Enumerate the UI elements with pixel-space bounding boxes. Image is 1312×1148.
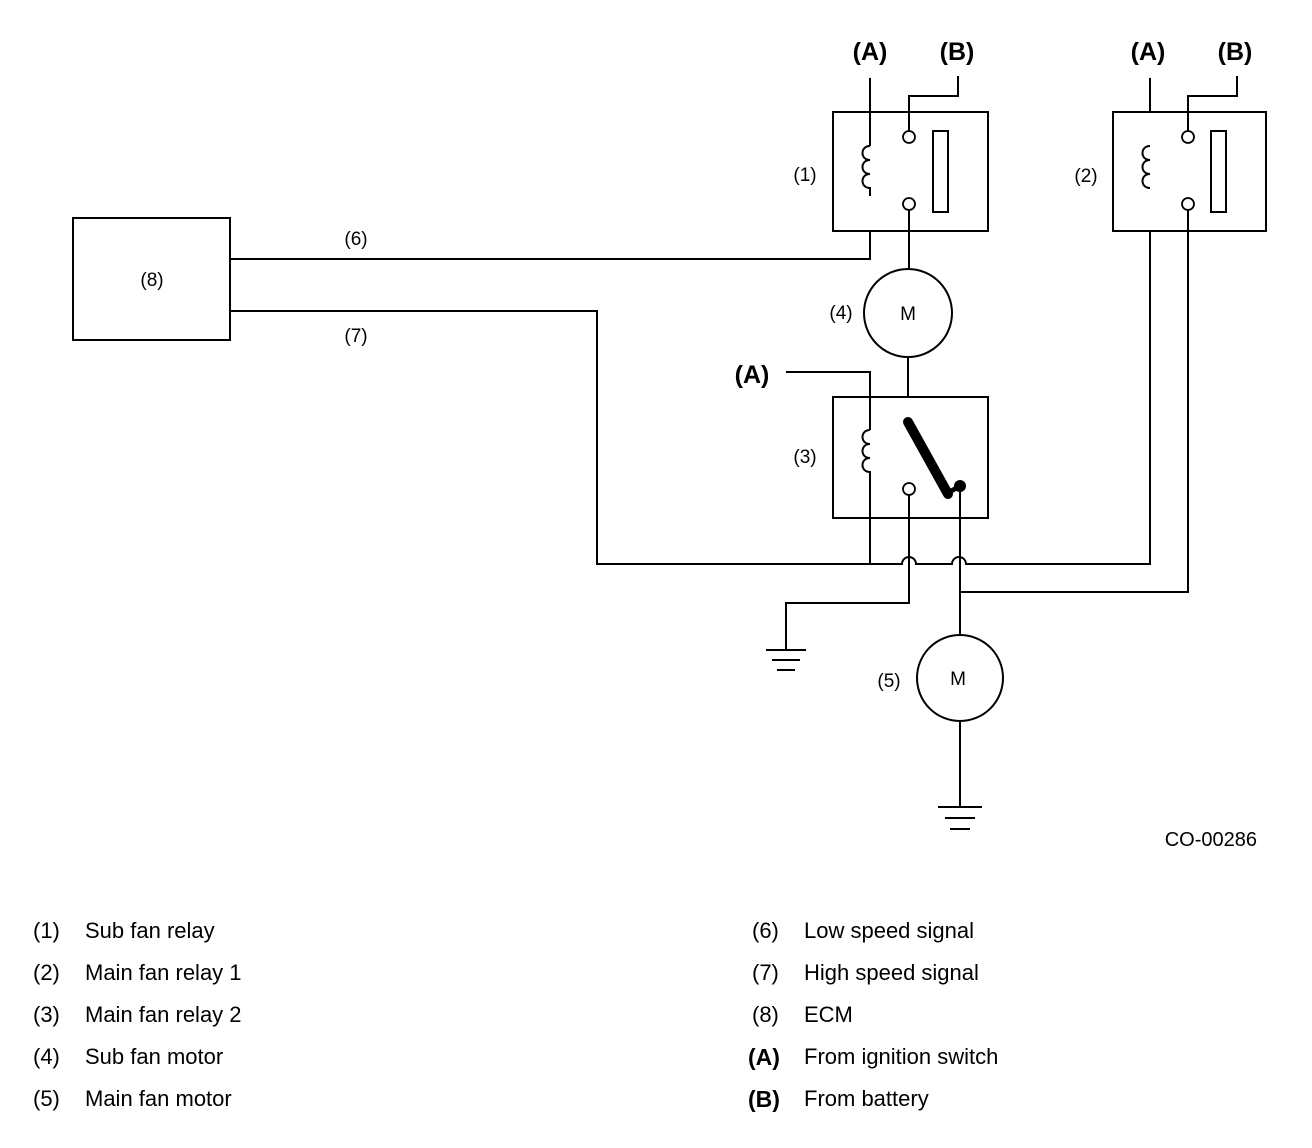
- legend-num: (8): [752, 1002, 779, 1027]
- wiring-diagram: (8) (6) (7) (A) (B) (A) (B) (1) (2) M (4…: [72, 38, 1267, 851]
- relay2-source-a-label: (A): [1131, 38, 1166, 66]
- relay3-coil-icon: [861, 429, 871, 564]
- relay2-coil-icon: [1141, 145, 1151, 189]
- relay2-terminal-bottom: [1181, 197, 1195, 211]
- relay3-pivot: [954, 480, 966, 492]
- legend-text: Sub fan motor: [85, 1044, 224, 1069]
- relay3-ground-wire: [785, 495, 910, 650]
- legend-num: (3): [33, 1002, 60, 1027]
- sub-fan-relay-label: (1): [793, 165, 816, 186]
- sub-fan-relay-box: [832, 111, 989, 232]
- main-fan-motor-symbol: M: [950, 669, 966, 690]
- relay1-terminal-bottom: [902, 197, 916, 211]
- legend-num: (2): [33, 960, 60, 985]
- sub-fan-motor-symbol: M: [900, 304, 916, 325]
- relay2-source-b-label: (B): [1218, 38, 1253, 66]
- relay3-terminal: [902, 482, 916, 496]
- ground-icon: [938, 806, 982, 830]
- relay1-coil-icon: [861, 145, 871, 196]
- low-speed-wire: [230, 196, 871, 260]
- main-fan-relay-2-label: (3): [793, 447, 816, 468]
- main-fan-relay-1-label: (2): [1074, 166, 1097, 187]
- legend-text: ECM: [804, 1002, 853, 1027]
- legend-num: (6): [752, 918, 779, 943]
- legend-text: From ignition switch: [804, 1044, 999, 1069]
- legend-num: (1): [33, 918, 60, 943]
- ecm-box: [72, 217, 231, 341]
- legend-text: From battery: [804, 1086, 929, 1111]
- legend-num: (A): [748, 1044, 780, 1070]
- relay2-battery-wire: [1187, 76, 1238, 131]
- legend-text: Main fan relay 1: [85, 960, 242, 985]
- main-fan-motor-label: (5): [877, 671, 900, 692]
- relay2-terminal-top: [1181, 130, 1195, 144]
- legend-text: Sub fan relay: [85, 918, 215, 943]
- ecm-label: (8): [140, 270, 163, 291]
- low-speed-label: (6): [344, 229, 367, 250]
- ground-icon: [766, 649, 806, 671]
- main-fan-relay-1-box: [1112, 111, 1267, 232]
- relay1-terminal-top: [902, 130, 916, 144]
- legend-text: Low speed signal: [804, 918, 975, 943]
- relay1-contact-bar: [932, 130, 949, 213]
- relay1-source-a-label: (A): [853, 38, 888, 66]
- figure-code: CO-00286: [1165, 829, 1257, 851]
- relay3-switch-arm: [903, 417, 953, 499]
- legend-num: (7): [752, 960, 779, 985]
- legend-text: High speed signal: [804, 960, 979, 985]
- high-speed-label: (7): [344, 326, 367, 347]
- relay2-contact-bar: [1210, 130, 1227, 213]
- legend-num: (4): [33, 1044, 60, 1069]
- legend-num: (B): [748, 1086, 780, 1112]
- relay3-source-a-label: (A): [735, 361, 770, 389]
- relay2-output-wire: [960, 210, 1189, 593]
- high-speed-wire: [230, 78, 1151, 565]
- legend-num: (5): [33, 1086, 60, 1111]
- relay1-source-b-label: (B): [940, 38, 975, 66]
- main-fan-relay-2-box: [832, 396, 989, 519]
- relay1-battery-wire: [908, 76, 959, 131]
- legend-text: Main fan motor: [85, 1086, 232, 1111]
- legend-text: Main fan relay 2: [85, 1002, 242, 1027]
- relay3-ignition-wire: [786, 371, 871, 430]
- sub-fan-motor-label: (4): [829, 303, 852, 324]
